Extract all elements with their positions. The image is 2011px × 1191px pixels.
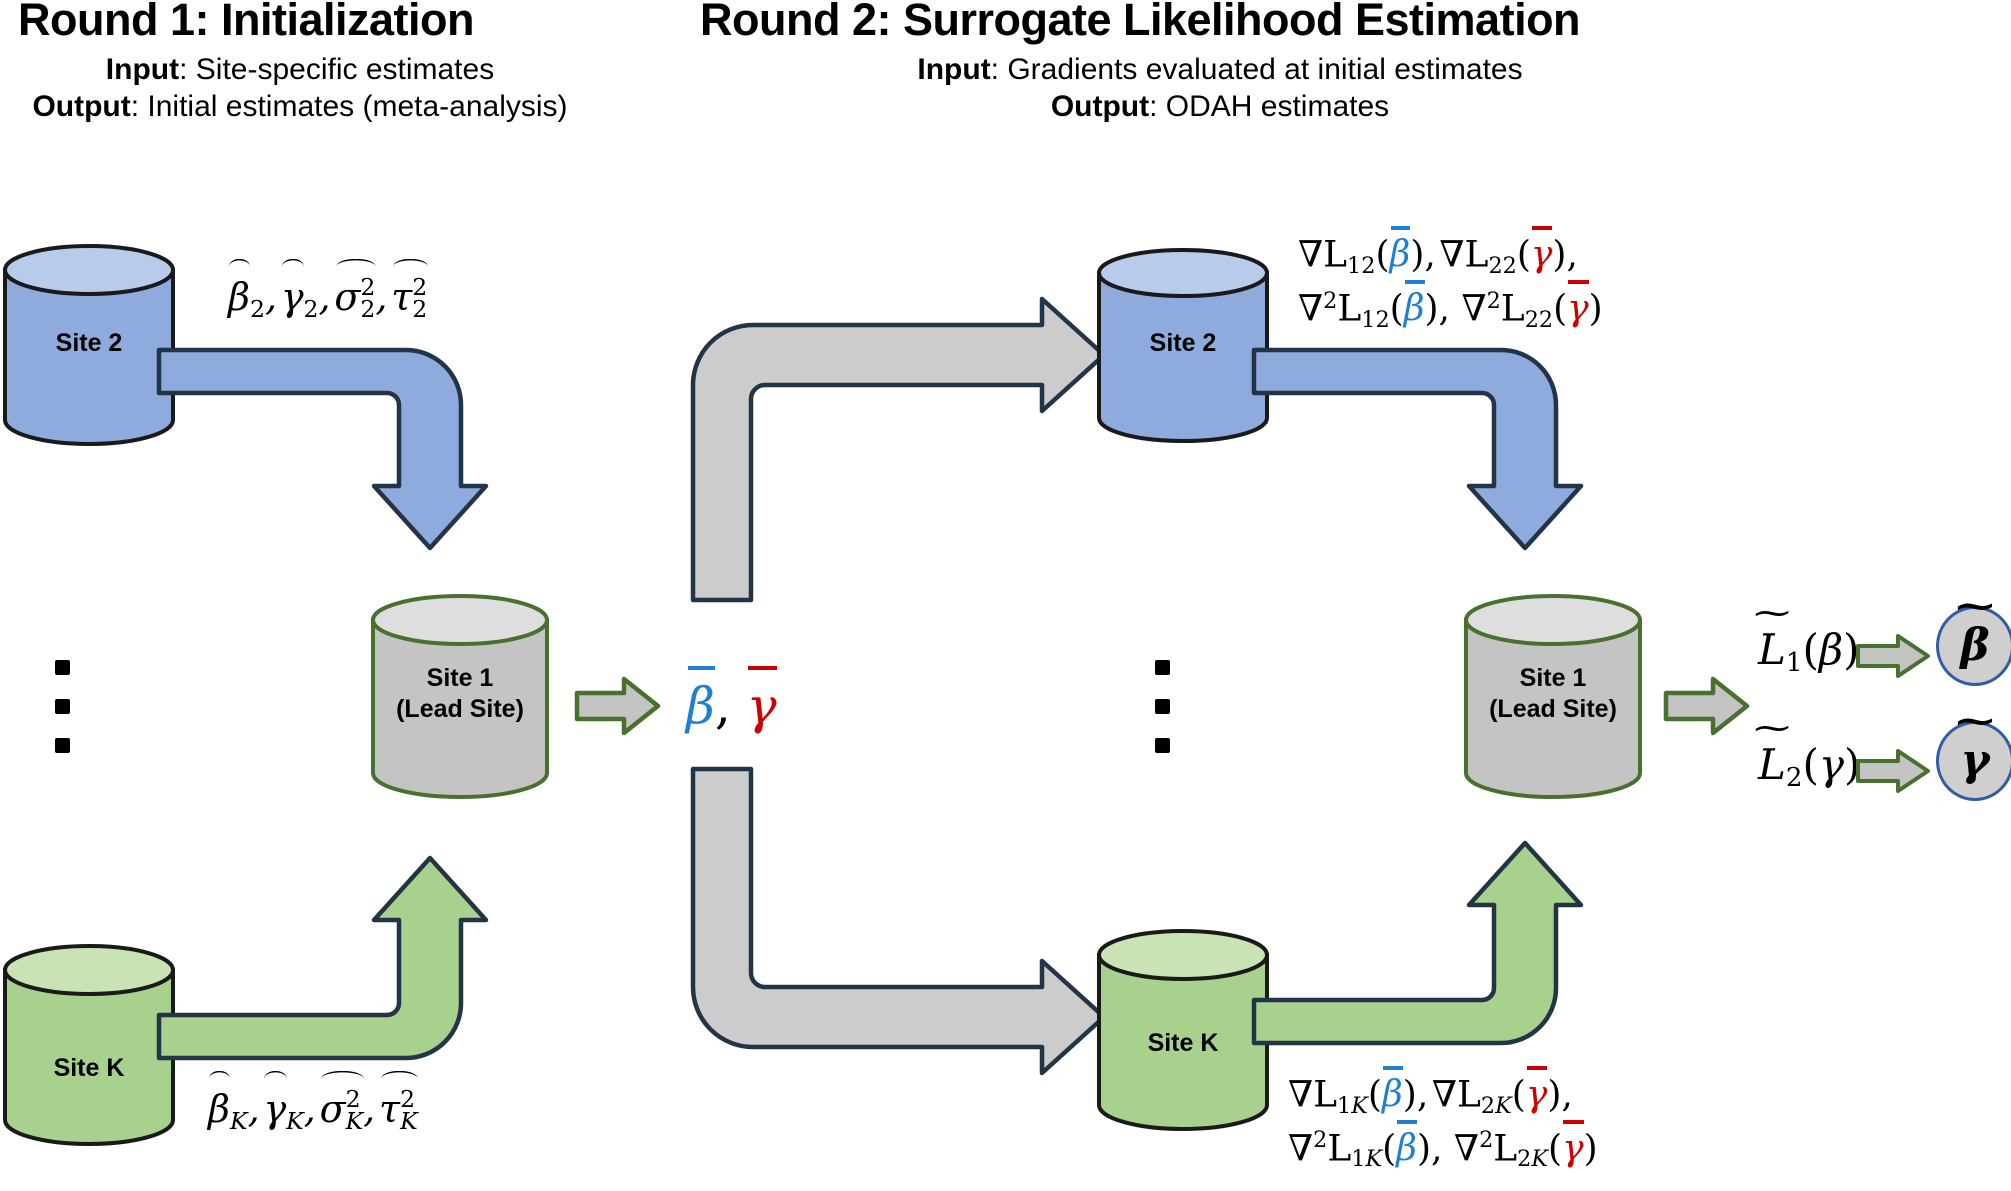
round2-site2-to-site1-arrow — [1251, 347, 1584, 551]
center-to-round2-site2-arrow — [690, 296, 1107, 603]
round2-output-text: ODAH estimates — [1165, 89, 1390, 123]
ellipsis-dot — [1155, 660, 1170, 675]
round1-title: Round 1: Initialization — [18, 0, 474, 45]
round2-output-line: Output: ODAH estimates — [720, 89, 1720, 126]
beta-hat-K: β — [208, 1082, 230, 1137]
round2-output-block-arrow — [1663, 676, 1750, 736]
ellipsis-dot — [55, 660, 70, 675]
round2-site2-formula-line2: ∇2L12(β), ∇2L22(γ) — [1298, 280, 1603, 336]
round2-title: Round 2: Surrogate Likelihood Estimation — [700, 0, 1581, 45]
round1-output-label: Output — [32, 89, 131, 123]
ellipsis-dot — [55, 699, 70, 714]
round2-siteK-cylinder[interactable]: Site K — [1096, 929, 1270, 1131]
nabla-icon: ∇ — [1298, 288, 1324, 330]
round2-ellipsis — [1155, 660, 1170, 753]
round1-input-line: Input: Site-specific estimates — [20, 52, 580, 89]
beta-bar: β — [686, 665, 715, 743]
round1-output-text: Initial estimates (meta-analysis) — [147, 89, 568, 123]
gamma-tilde: γ — [1960, 729, 1989, 793]
round1-subtitle: Input: Site-specific estimates Output: I… — [20, 52, 580, 125]
nabla-icon: ∇ — [1288, 1074, 1314, 1116]
ellipsis-dot — [1155, 738, 1170, 753]
round2-subtitle: Input: Gradients evaluated at initial es… — [720, 52, 1720, 125]
round2-site1-lead-cylinder[interactable]: Site 1 (Lead Site) — [1463, 594, 1643, 800]
nabla-icon: ∇ — [1288, 1128, 1314, 1170]
center-initial-estimates: β, γ — [686, 665, 777, 743]
round1-input-text: Site-specific estimates — [195, 53, 495, 86]
round2-input-text: Gradients evaluated at initial estimates — [1007, 53, 1523, 86]
round1-ellipsis — [55, 660, 70, 753]
result-beta-node[interactable]: β — [1936, 606, 2011, 686]
gamma-hat-2: γ — [281, 270, 304, 325]
round1-output-block-arrow — [574, 676, 661, 736]
result-gamma-node[interactable]: γ — [1936, 721, 2011, 801]
center-to-round2-siteK-arrow — [690, 766, 1107, 1076]
round1-output-line: Output: Initial estimates (meta-analysis… — [20, 89, 580, 126]
round2-siteK-to-site1-arrow — [1251, 840, 1584, 1046]
colon-2: : — [130, 89, 148, 123]
round2-site2-cylinder[interactable]: Site 2 — [1096, 248, 1270, 443]
round1-input-label: Input — [105, 53, 180, 86]
round2-siteK-formula-line2: ∇2L1K(β), ∇2L2K(γ) — [1288, 1119, 1598, 1176]
round1-siteK-cylinder[interactable]: Site K — [2, 944, 176, 1146]
colon-4: : — [1149, 89, 1166, 123]
round2-site2-transfer-formula: ∇L12(β), ∇L22(γ), ∇2L12(β), ∇2L22(γ) — [1298, 226, 1603, 336]
ellipsis-dot — [55, 738, 70, 753]
ellipsis-dot — [1155, 699, 1170, 714]
round2-output-label: Output — [1050, 89, 1150, 123]
L1-tilde: L — [1758, 620, 1786, 681]
round1-site2-cylinder[interactable]: Site 2 — [2, 244, 176, 446]
round1-siteK-to-site1-arrow — [156, 855, 489, 1061]
nabla-icon: ∇ — [1431, 1074, 1457, 1116]
round1-site2-to-site1-arrow — [156, 347, 489, 551]
nabla-icon: ∇ — [1461, 288, 1487, 330]
surrogate-likelihood-gamma: L2(γ) — [1758, 735, 1860, 798]
round2-input-line: Input: Gradients evaluated at initial es… — [720, 52, 1720, 89]
L2-tilde: L — [1758, 735, 1786, 796]
round2-siteK-formula-line1: ∇L1K(β), ∇L2K(γ), — [1288, 1066, 1598, 1122]
surrogate-likelihood-beta: L1(β) — [1758, 620, 1860, 683]
nabla-icon: ∇ — [1298, 234, 1324, 276]
gamma-hat-K: γ — [263, 1082, 286, 1137]
round1-site1-lead-cylinder[interactable]: Site 1 (Lead Site) — [370, 594, 550, 800]
gamma-bar: γ — [747, 665, 777, 743]
beta-hat-2: β — [228, 270, 250, 325]
beta-tilde: β — [1960, 614, 1989, 678]
nabla-icon: ∇ — [1439, 234, 1465, 276]
colon-3: : — [990, 53, 1008, 86]
surrogate-beta-to-result-arrow — [1856, 634, 1930, 678]
surrogate-gamma-to-result-arrow — [1856, 749, 1930, 793]
nabla-icon: ∇ — [1453, 1128, 1480, 1170]
round2-siteK-transfer-formula: ∇L1K(β), ∇L2K(γ), ∇2L1K(β), ∇2L2K(γ) — [1288, 1066, 1598, 1176]
round2-input-label: Input — [917, 53, 991, 86]
colon-1: : — [179, 53, 196, 86]
round2-site2-formula-line1: ∇L12(β), ∇L22(γ), — [1298, 226, 1603, 282]
